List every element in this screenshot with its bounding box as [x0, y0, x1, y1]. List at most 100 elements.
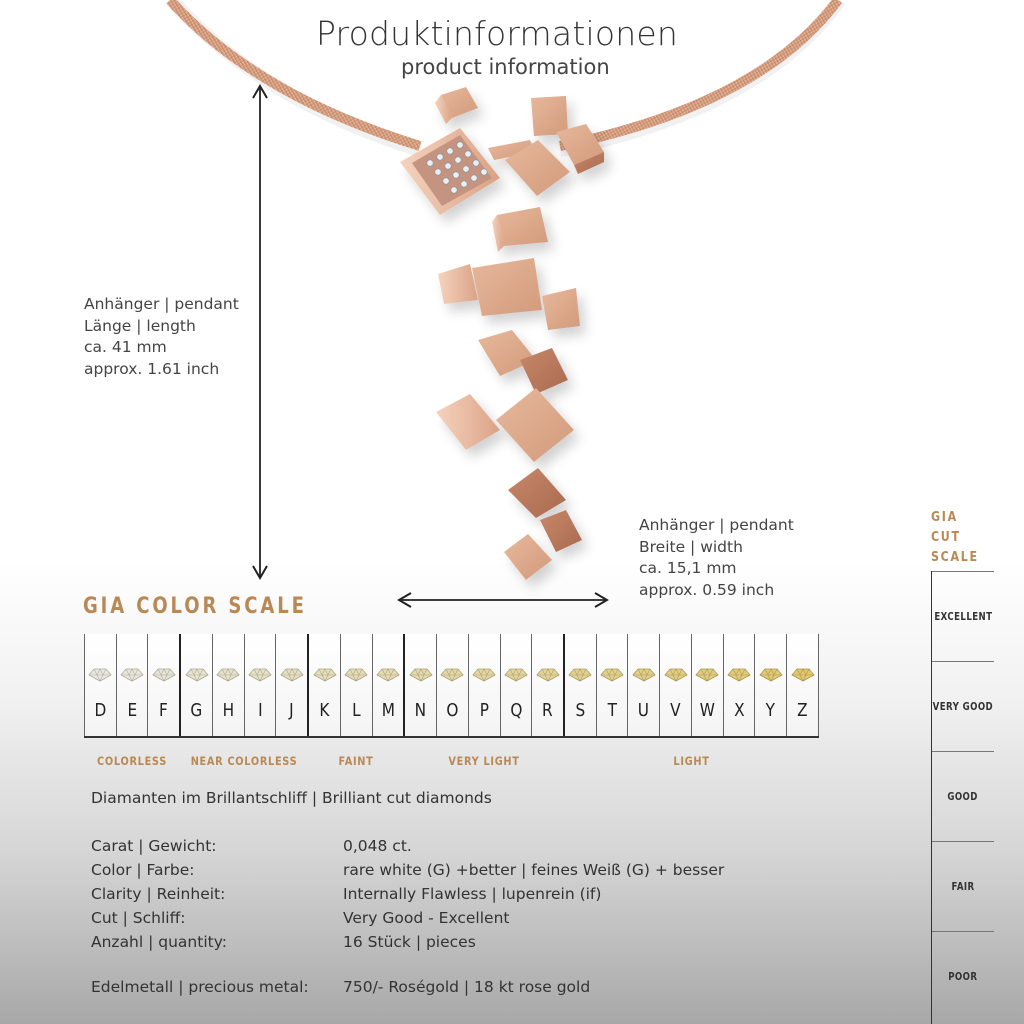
cut-grade-very-good: VERY GOOD: [932, 661, 994, 751]
color-grade-i: I: [243, 634, 276, 736]
color-grade-letter: H: [222, 700, 235, 721]
page-subtitle: product information: [401, 55, 610, 79]
diamond-icon: [536, 668, 560, 682]
color-grade-n: N: [403, 634, 437, 736]
color-grade-z: Z: [786, 634, 819, 736]
diamond-icon: [280, 668, 304, 682]
color-grade-p: P: [467, 634, 500, 736]
color-grade-m: M: [371, 634, 404, 736]
color-grade-w: W: [690, 634, 723, 736]
width-line4: approx. 0.59 inch: [639, 580, 775, 599]
cut-grade-label: GOOD: [947, 790, 979, 803]
group-label-faint: FAINT: [338, 754, 374, 768]
color-grade-e: E: [115, 634, 148, 736]
length-line4: approx. 1.61 inch: [84, 359, 220, 378]
spec-value: rare white (G) +better | feines Weiß (G)…: [343, 861, 725, 879]
color-grade-l: L: [339, 634, 372, 736]
spec-row-cut: Cut | Schliff: Very Good - Excellent: [91, 906, 724, 930]
cut-grade-label: POOR: [948, 970, 978, 983]
color-grade-letter: M: [381, 700, 395, 721]
cut-grade-fair: FAIR: [932, 841, 994, 931]
color-grade-letter: L: [351, 700, 361, 721]
length-annotation: Anhänger | pendant Länge | length ca. 41…: [84, 294, 239, 380]
spec-key: Clarity | Reinheit:: [91, 885, 226, 903]
color-grade-letter: N: [414, 700, 427, 721]
diamond-icon: [504, 668, 528, 682]
spec-row-clarity: Clarity | Reinheit: Internally Flawless …: [91, 882, 724, 906]
length-line1: Anhänger | pendant: [84, 295, 239, 313]
diamond-icon: [120, 668, 144, 682]
width-line2: Breite | width: [639, 537, 743, 556]
color-grade-letter: K: [319, 700, 330, 721]
color-grade-letter: F: [159, 700, 169, 721]
diamond-icon: [759, 668, 783, 682]
cut-grade-label: EXCELLENT: [933, 610, 993, 623]
color-grade-s: S: [563, 634, 596, 736]
diamond-icon: [632, 668, 656, 682]
color-grade-f: F: [147, 634, 180, 736]
width-annotation: Anhänger | pendant Breite | width ca. 15…: [639, 515, 794, 601]
spec-row-metal: Edelmetall | precious metal: 750/- Roség…: [91, 978, 590, 996]
color-grade-letter: Y: [766, 700, 776, 721]
spec-key: Anzahl | quantity:: [91, 933, 227, 951]
cut-grade-poor: POOR: [932, 931, 994, 1021]
diamond-icon: [440, 668, 465, 682]
diamond-icon: [248, 668, 272, 682]
diamond-icon: [472, 668, 496, 682]
cut-grade-excellent: EXCELLENT: [932, 571, 994, 661]
color-grade-q: Q: [499, 634, 532, 736]
cut-scale-chart: EXCELLENT VERY GOOD GOOD FAIR POOR: [931, 571, 994, 1024]
color-grade-letter: E: [127, 700, 137, 721]
color-grade-h: H: [211, 634, 244, 736]
group-label-very-light: VERY LIGHT: [448, 754, 520, 768]
color-grade-letter: P: [479, 700, 489, 721]
diamond-icon: [312, 668, 337, 682]
color-grade-u: U: [627, 634, 660, 736]
color-grade-x: X: [722, 634, 755, 736]
specs-heading: Diamanten im Brillantschliff | Brilliant…: [91, 789, 492, 807]
color-grade-letter: W: [699, 700, 715, 721]
length-dimension-arrow: [252, 84, 268, 580]
specs-table: Carat | Gewicht: 0,048 ct. Color | Farbe…: [91, 834, 724, 954]
color-grade-letter: Q: [509, 700, 522, 721]
color-grade-letter: U: [638, 700, 650, 721]
color-grade-letter: X: [733, 700, 745, 721]
spec-row-color: Color | Farbe: rare white (G) +better | …: [91, 858, 724, 882]
diamond-icon: [376, 668, 400, 682]
cut-grade-label: VERY GOOD: [932, 700, 994, 713]
color-grade-letter: R: [542, 700, 553, 721]
spec-key: Color | Farbe:: [91, 861, 195, 879]
cut-grade-label: FAIR: [951, 880, 975, 893]
length-line2: Länge | length: [84, 316, 196, 335]
diamond-icon: [409, 668, 433, 682]
color-grade-letter: T: [607, 700, 617, 721]
spec-value: 16 Stück | pieces: [343, 933, 476, 951]
color-grade-letter: Z: [797, 700, 808, 721]
color-grade-o: O: [436, 634, 468, 736]
width-line1: Anhänger | pendant: [639, 516, 794, 534]
color-grade-letter: S: [575, 700, 586, 721]
color-grade-r: R: [531, 634, 564, 736]
color-grade-v: V: [659, 634, 691, 736]
color-grade-letter: J: [289, 700, 295, 721]
cut-title-line2: CUT: [931, 530, 961, 545]
group-label-light: LIGHT: [673, 754, 710, 768]
cut-title-line3: SCALE: [931, 550, 979, 565]
diamond-icon: [344, 668, 368, 682]
spec-row-carat: Carat | Gewicht: 0,048 ct.: [91, 834, 724, 858]
color-grade-j: J: [275, 634, 308, 736]
color-grade-letter: D: [94, 700, 107, 721]
color-grade-y: Y: [754, 634, 787, 736]
diamond-icon: [695, 668, 719, 682]
color-grade-letter: O: [446, 700, 459, 721]
diamond-icon: [216, 668, 240, 682]
spec-value: Internally Flawless | lupenrein (if): [343, 885, 602, 903]
color-scale-title: GIA COLOR SCALE: [83, 594, 307, 619]
spec-value: Very Good - Excellent: [343, 909, 510, 927]
color-grade-letter: I: [257, 700, 263, 721]
spec-key: Edelmetall | precious metal:: [91, 978, 309, 996]
diamond-icon: [790, 668, 815, 682]
width-line3: ca. 15,1 mm: [639, 559, 737, 577]
group-label-colorless: COLORLESS: [97, 754, 167, 768]
